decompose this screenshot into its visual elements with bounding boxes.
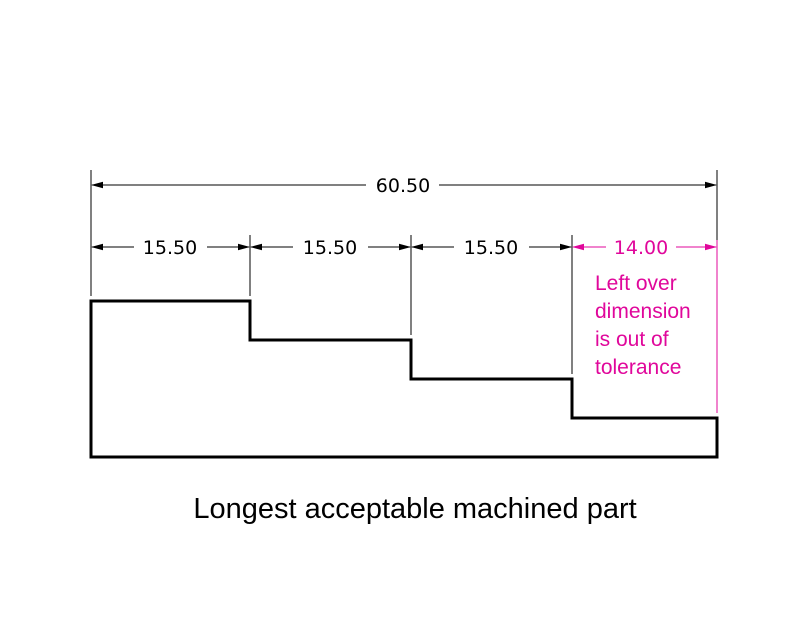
dimension-leftover-value: 14.00 <box>614 237 668 259</box>
tolerance-note: Left over dimension is out of tolerance <box>595 272 691 379</box>
part-outline <box>89 299 719 459</box>
dimension-step-1: 15.50 <box>91 237 250 259</box>
tolerance-note-line-3: is out of <box>595 328 669 351</box>
tolerance-note-line-2: dimension <box>595 300 691 323</box>
dimension-step-2-value: 15.50 <box>303 237 357 259</box>
dimension-step-2: 15.50 <box>250 237 411 259</box>
drawing-caption: Longest acceptable machined part <box>193 493 636 525</box>
dimension-step-3: 15.50 <box>411 237 572 259</box>
tolerance-note-line-4: tolerance <box>595 356 681 379</box>
dimension-overall: 60.50 <box>91 175 717 197</box>
tolerance-note-line-1: Left over <box>595 272 677 295</box>
dimension-leftover: 14.00 <box>572 237 717 259</box>
dimension-step-3-value: 15.50 <box>464 237 518 259</box>
dimension-overall-value: 60.50 <box>376 175 430 197</box>
dimension-step-1-value: 15.50 <box>143 237 197 259</box>
